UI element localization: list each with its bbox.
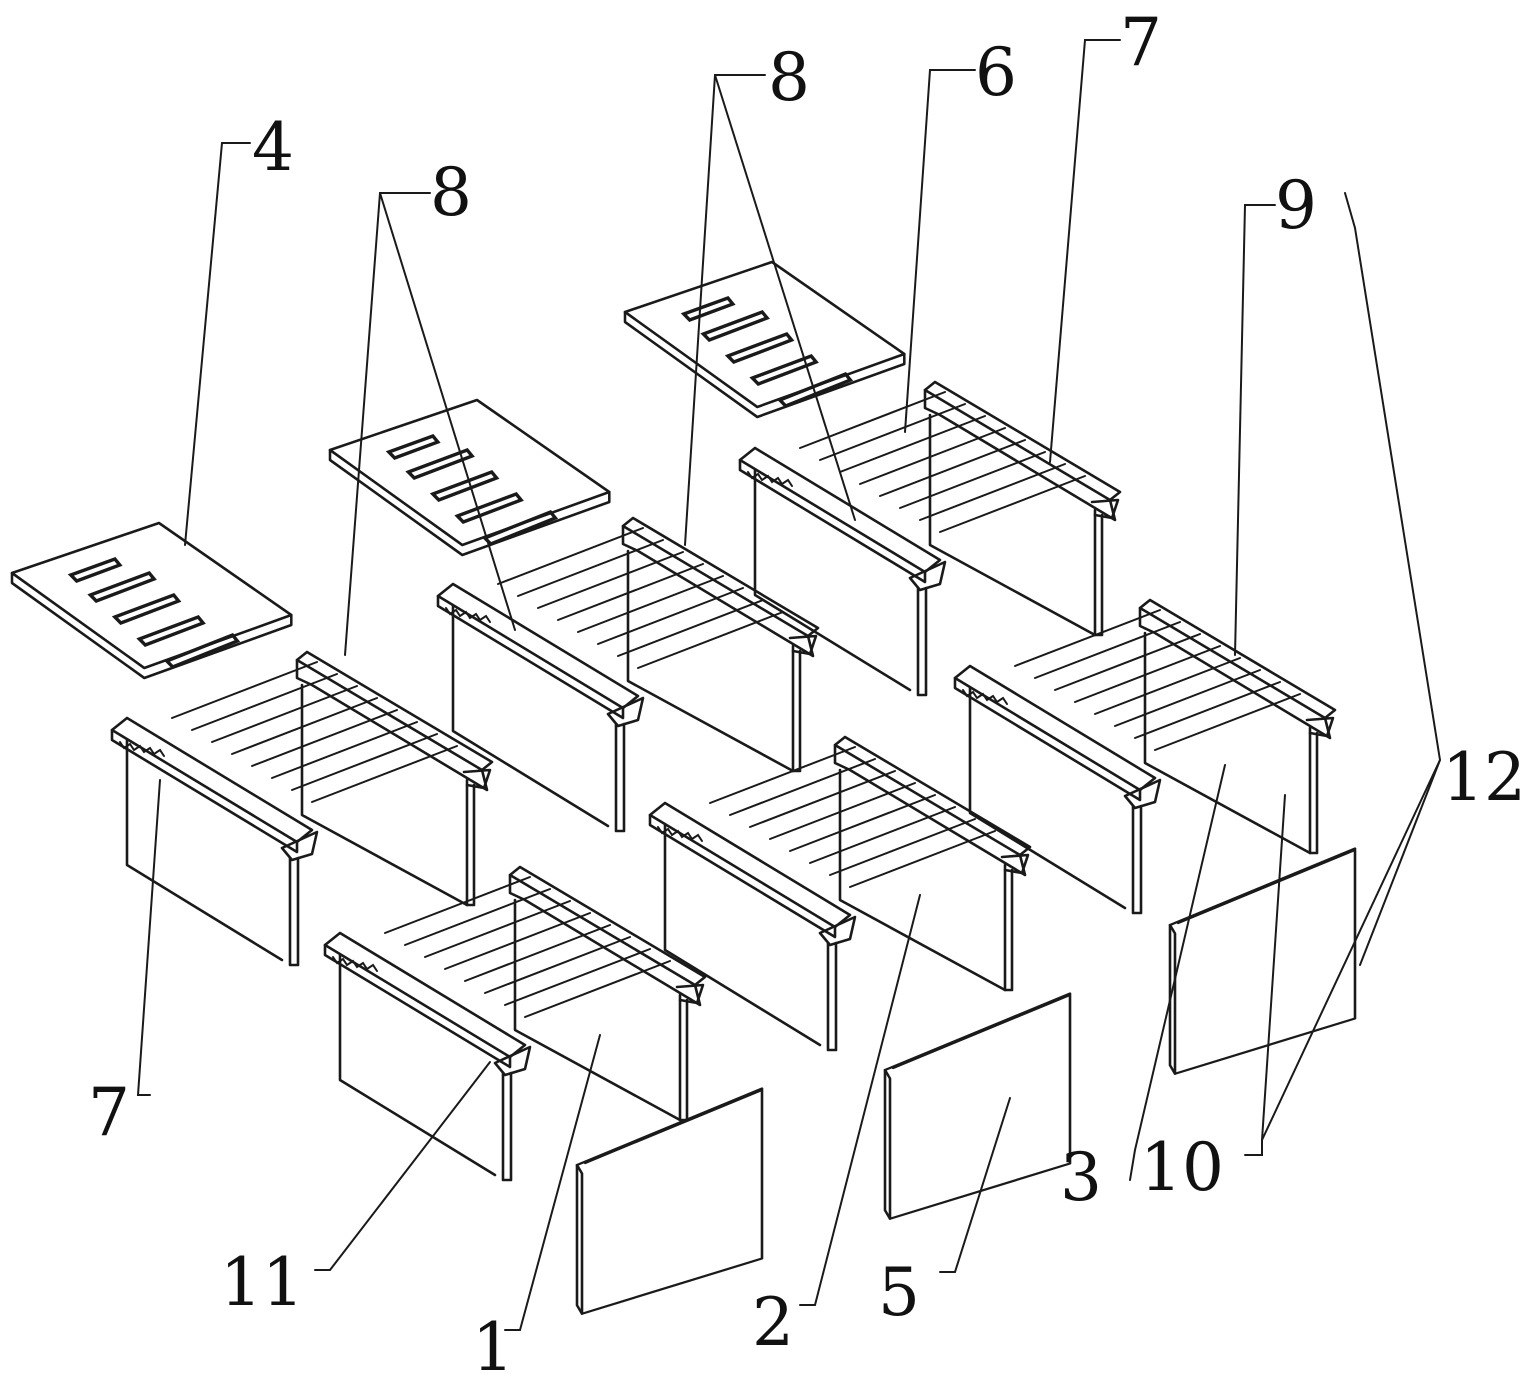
label-8-right: 8 [768, 39, 810, 116]
end-plate-left [575, 1087, 764, 1316]
grate-cover-rear [623, 260, 906, 419]
trough-unit-center-front [648, 735, 1032, 1052]
label-9: 9 [1275, 167, 1317, 244]
label-8-left: 8 [430, 154, 472, 231]
leader-lines [136, 39, 1442, 1331]
label-3: 3 [1060, 1139, 1102, 1216]
grate-cover-front-left [10, 521, 294, 680]
label-1: 1 [472, 1309, 514, 1385]
label-5: 5 [878, 1254, 920, 1331]
trough-unit-front [323, 865, 707, 1182]
label-7-left: 7 [88, 1074, 130, 1151]
label-6: 6 [975, 34, 1017, 111]
label-2: 2 [752, 1284, 794, 1361]
end-plate-middle [883, 992, 1072, 1221]
label-10: 10 [1140, 1129, 1224, 1206]
label-4: 4 [252, 109, 294, 186]
label-11: 11 [220, 1244, 304, 1321]
grate-cover-middle [328, 398, 611, 557]
trough-unit-left [110, 650, 494, 967]
label-12: 12 [1442, 739, 1526, 816]
label-7-top: 7 [1120, 4, 1162, 81]
